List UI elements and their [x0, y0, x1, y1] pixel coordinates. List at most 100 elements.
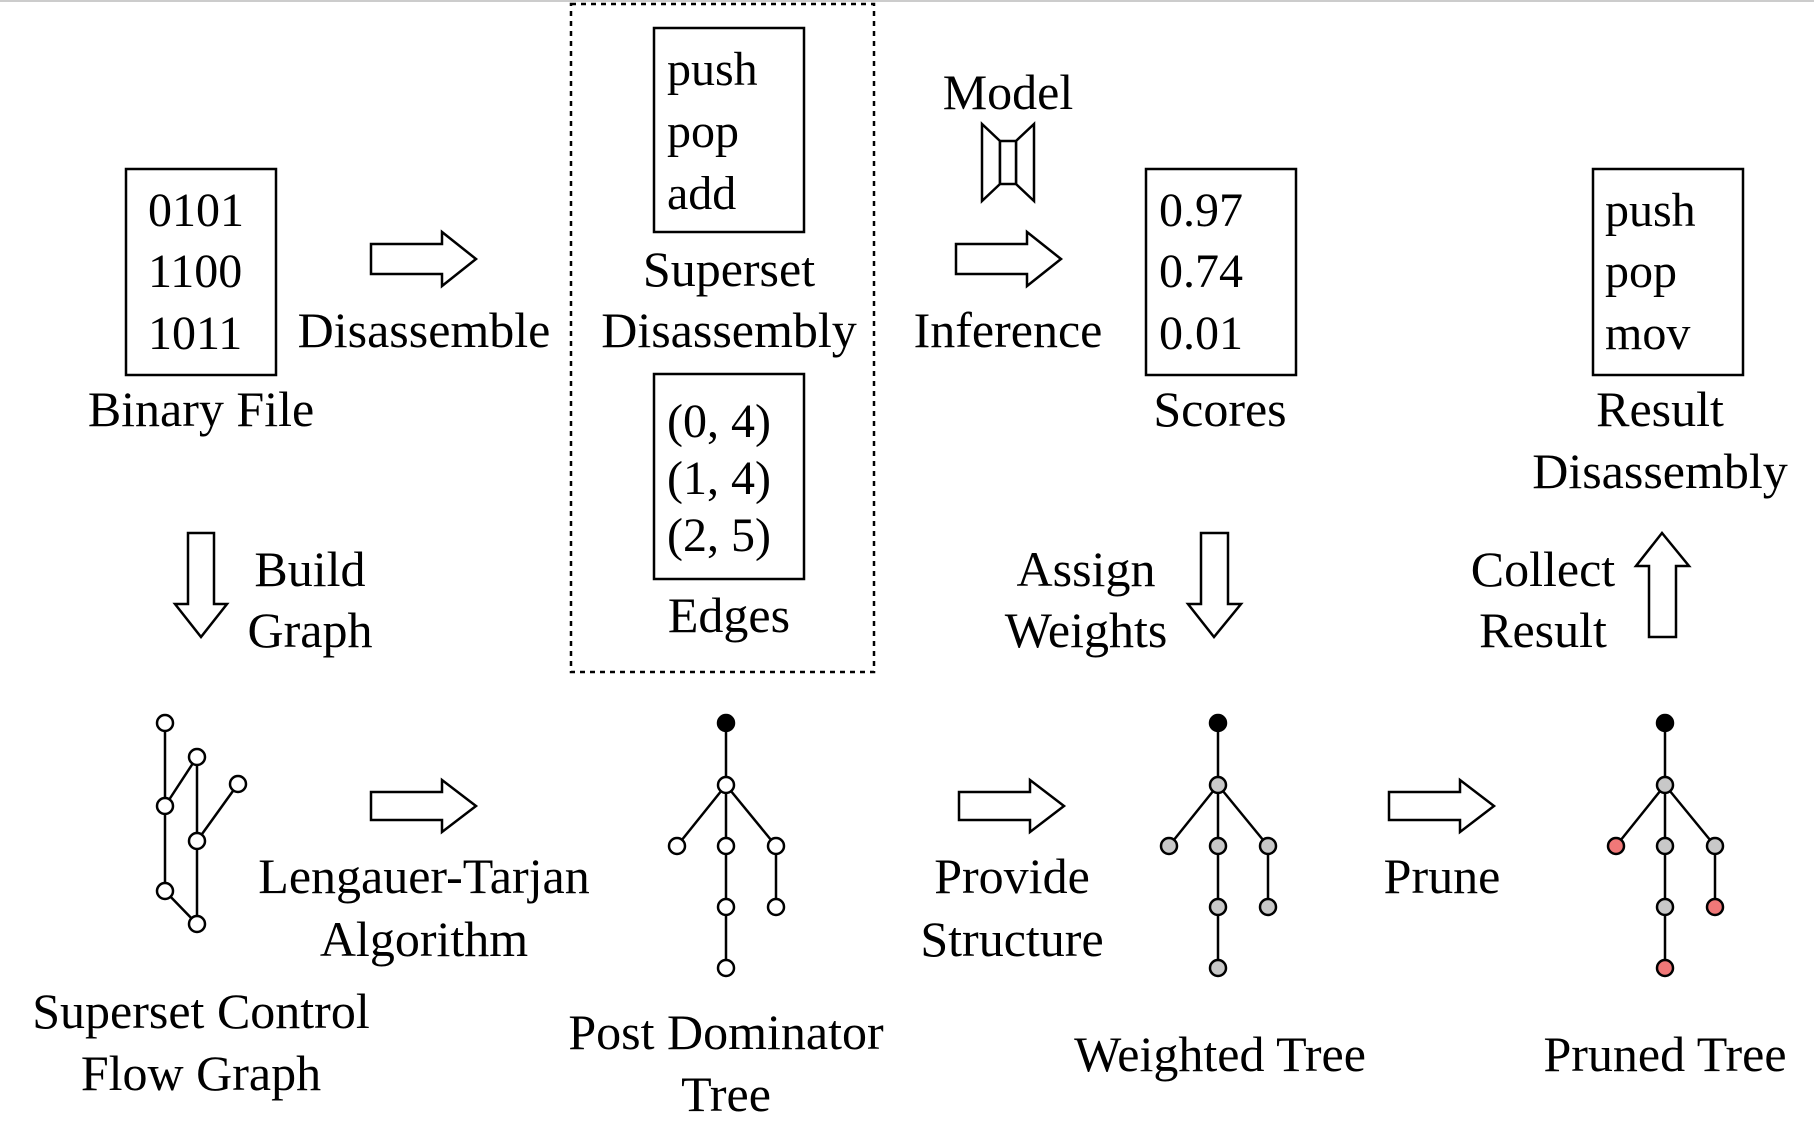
- superset-group-frame: [569, 2, 876, 674]
- binary-file-line-2: 1100: [148, 245, 242, 298]
- right-arrow-icon: [369, 777, 479, 835]
- provide-structure-label-2: Structure: [920, 911, 1103, 967]
- weighted-node: [1208, 775, 1228, 795]
- tree-node: [667, 836, 687, 856]
- weighted-tree: [1159, 713, 1278, 978]
- weighted-node: [1258, 836, 1278, 856]
- post-dominator-tree: [667, 713, 786, 978]
- scfg-graph: [155, 713, 248, 934]
- weighted-node: [1655, 897, 1675, 917]
- right-arrow-icon: [954, 229, 1064, 289]
- superset-disassembly-box: [652, 26, 806, 234]
- edges-line-1: (0, 4): [667, 395, 771, 448]
- inference-label: Inference: [914, 302, 1103, 358]
- right-arrow-icon: [369, 229, 479, 289]
- scfg-caption-line-2: Flow Graph: [81, 1045, 321, 1101]
- graph-node: [155, 796, 175, 816]
- result-disassembly-box: [1591, 167, 1745, 377]
- weighted-node: [1655, 836, 1675, 856]
- lengauer-tarjan-label-1: Lengauer-Tarjan: [258, 848, 589, 904]
- edges-box: [652, 372, 806, 581]
- tree-node: [766, 836, 786, 856]
- graph-node: [228, 774, 248, 794]
- pdt-caption-line-1: Post Dominator: [568, 1004, 884, 1060]
- superset-line-2: pop: [667, 105, 739, 158]
- lengauer-tarjan-step: Lengauer-Tarjan Algorithm: [258, 777, 590, 967]
- pruned-node: [1655, 958, 1675, 978]
- tree-root-node: [1655, 713, 1675, 733]
- weighted-node: [1208, 836, 1228, 856]
- result-disassembly-node: push pop mov Result Disassembly: [1532, 167, 1788, 499]
- prune-step: Prune: [1384, 777, 1501, 904]
- tree-node: [716, 958, 736, 978]
- disassemble-step: Disassemble: [298, 229, 551, 358]
- down-arrow-icon: [172, 531, 230, 640]
- superset-line-1: push: [667, 43, 758, 96]
- graph-node: [187, 831, 207, 851]
- tree-root-node: [1208, 713, 1228, 733]
- tree-root-node: [716, 713, 736, 733]
- weighted-node: [1208, 897, 1228, 917]
- scores-box: [1144, 167, 1298, 377]
- pdt-caption-line-2: Tree: [681, 1066, 771, 1122]
- pruned-tree-caption: Pruned Tree: [1543, 1026, 1786, 1082]
- result-line-1: push: [1605, 184, 1696, 237]
- superset-disassembly-node: push pop add Superset Disassembly: [601, 26, 857, 358]
- collect-result-label-2: Result: [1479, 602, 1607, 658]
- model-hourglass-icon: [980, 121, 1036, 204]
- prune-label: Prune: [1384, 848, 1501, 904]
- graph-node: [187, 914, 207, 934]
- scores-line-1: 0.97: [1159, 184, 1243, 237]
- edges-line-3: (2, 5): [667, 509, 771, 562]
- superset-caption-line-2: Disassembly: [601, 302, 857, 358]
- graph-node: [155, 881, 175, 901]
- graph-node: [187, 747, 207, 767]
- weighted-tree-caption: Weighted Tree: [1074, 1026, 1366, 1082]
- scores-line-3: 0.01: [1159, 307, 1243, 360]
- build-graph-step: Build Graph: [172, 531, 373, 658]
- edges-node: (0, 4) (1, 4) (2, 5) Edges: [652, 372, 806, 643]
- scores-caption: Scores: [1153, 381, 1286, 437]
- pruned-tree: [1606, 713, 1725, 978]
- result-line-2: pop: [1605, 245, 1677, 298]
- result-caption-line-2: Disassembly: [1532, 443, 1788, 499]
- superset-line-3: add: [667, 167, 736, 220]
- model-label: Model: [943, 64, 1074, 120]
- disassemble-label: Disassemble: [298, 302, 551, 358]
- scores-line-2: 0.74: [1159, 245, 1243, 298]
- weighted-node: [1159, 836, 1179, 856]
- weighted-node: [1208, 958, 1228, 978]
- build-graph-label-1: Build: [254, 541, 365, 597]
- build-graph-label-2: Graph: [248, 602, 373, 658]
- assign-weights-label-2: Weights: [1005, 602, 1168, 658]
- binary-file-line-1: 0101: [148, 184, 244, 237]
- provide-structure-label-1: Provide: [934, 848, 1090, 904]
- tree-node: [716, 836, 736, 856]
- result-line-3: mov: [1605, 307, 1690, 360]
- binary-file-caption: Binary File: [88, 381, 314, 437]
- weighted-node: [1655, 775, 1675, 795]
- right-arrow-icon: [957, 777, 1067, 835]
- tree-node: [716, 897, 736, 917]
- assign-weights-step: Assign Weights: [1005, 531, 1244, 658]
- binary-file-line-3: 1011: [148, 307, 242, 360]
- collect-result-step: Collect Result: [1471, 531, 1692, 658]
- right-arrow-icon: [1387, 777, 1497, 835]
- scores-node: 0.97 0.74 0.01 Scores: [1144, 167, 1298, 437]
- binary-file-box: [124, 167, 278, 377]
- tree-node: [766, 897, 786, 917]
- inference-step: Model Inference: [914, 64, 1103, 358]
- collect-result-label-1: Collect: [1471, 541, 1616, 597]
- weighted-node: [1258, 897, 1278, 917]
- binary-file-node: 0101 1100 1011 Binary File: [88, 167, 314, 437]
- weighted-node: [1705, 836, 1725, 856]
- edges-caption: Edges: [668, 587, 790, 643]
- pruned-node: [1705, 897, 1725, 917]
- result-caption-line-1: Result: [1596, 381, 1724, 437]
- superset-caption-line-1: Superset: [643, 241, 815, 297]
- pruned-node: [1606, 836, 1626, 856]
- down-arrow-icon: [1185, 531, 1244, 639]
- lengauer-tarjan-label-2: Algorithm: [320, 911, 528, 967]
- tree-node: [716, 775, 736, 795]
